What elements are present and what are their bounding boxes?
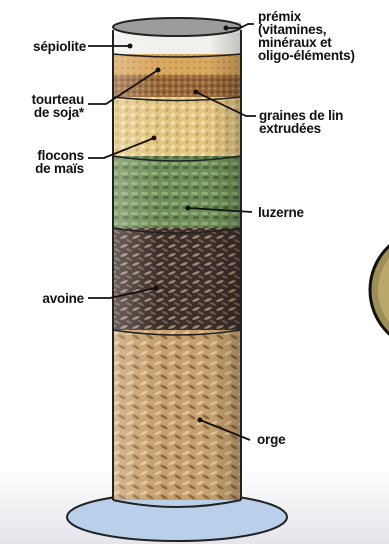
label-orge: orge [257, 433, 285, 446]
label-sepiolite: sépiolite [8, 40, 86, 53]
label-tourteau: tourteau de soja* [4, 93, 84, 119]
column-base [67, 493, 287, 541]
layer-premix [113, 18, 241, 36]
label-graines: graines de lin extrudées [259, 109, 343, 135]
label-flocons: flocons de maïs [4, 149, 84, 175]
label-luzerne: luzerne [258, 206, 304, 219]
label-avoine: avoine [4, 292, 84, 305]
label-premix: prémix (vitamines, minéraux et oligo-élé… [258, 10, 355, 62]
